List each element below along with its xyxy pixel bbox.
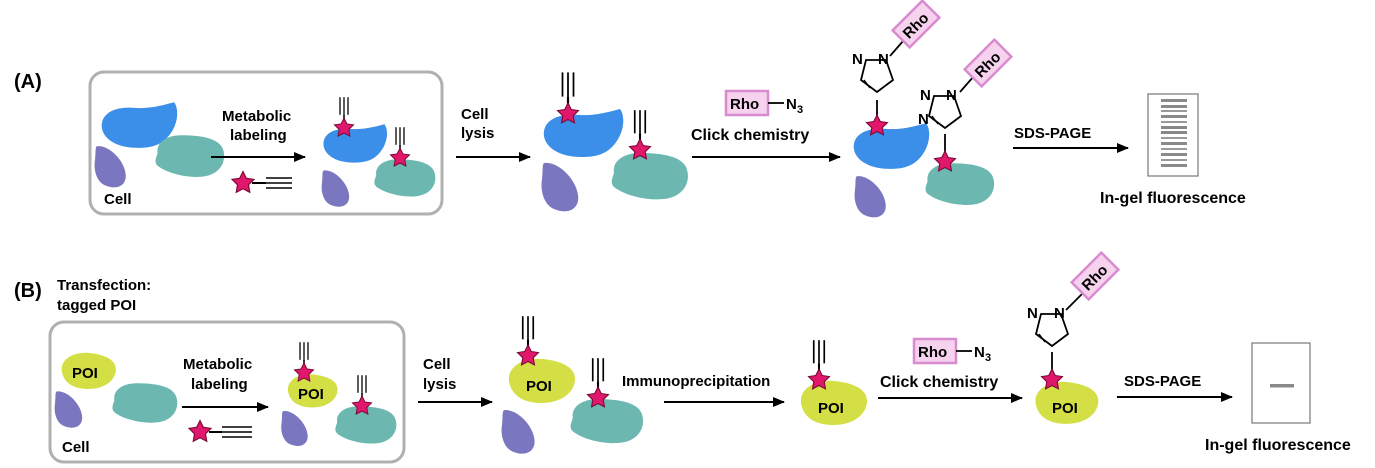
click-label-a: Click chemistry [691, 127, 809, 144]
poi-label-b3: POI [526, 378, 552, 395]
reagent-n-a: N [786, 96, 797, 113]
metabolic-label-a-2: labeling [230, 127, 287, 144]
immuno-label: Immunoprecipitation [622, 373, 770, 390]
metabolic-label-a-1: Metabolic [222, 108, 291, 125]
gel-lane-b [1251, 342, 1311, 424]
triazole-a1: N N Rho [852, 0, 942, 124]
transfection-label-2: tagged POI [57, 297, 136, 314]
triazole-n-a2b: N [920, 87, 931, 104]
star-icon [188, 419, 212, 442]
star-icon [231, 170, 255, 193]
protein-teal-a4 [925, 163, 995, 205]
triazole-a2: N N N Rho [918, 37, 1014, 160]
protein-purple-a4 [854, 176, 886, 218]
protein-purple-b3 [501, 410, 535, 454]
triazole-n-a1: N [878, 51, 889, 68]
lysis-label-a-2: lysis [461, 125, 494, 142]
protein-teal-b1 [112, 383, 178, 423]
poi-label-b2: POI [298, 386, 324, 403]
cell-outline-a [88, 70, 444, 216]
ingel-label-a: In-gel fluorescence [1100, 190, 1246, 207]
sds-label-b: SDS-PAGE [1124, 373, 1201, 390]
protein-blue-a3 [543, 109, 624, 157]
cell-outline-b [48, 320, 406, 464]
protein-teal-a3 [611, 153, 688, 200]
triazole-n-a1b: N [852, 51, 863, 68]
reagent-sub-b: 3 [985, 352, 991, 364]
cell-label-b: Cell [62, 439, 90, 456]
reagent-sub-a: 3 [797, 104, 803, 116]
lysis-label-b-1: Cell [423, 356, 451, 373]
reagent-rho-a: Rho [730, 96, 759, 113]
protein-blue-a2 [323, 124, 388, 163]
protein-purple-a1 [94, 146, 126, 188]
lysis-label-a-1: Cell [461, 106, 489, 123]
triazole-n-b2: N [1027, 305, 1038, 322]
reagent-rho-b: Rho [918, 344, 947, 361]
protein-purple-a2 [321, 170, 350, 207]
sds-label-a: SDS-PAGE [1014, 125, 1091, 142]
triazole-b: N N Rho [1027, 250, 1121, 378]
protein-purple-a3 [541, 162, 579, 212]
panel-b-label: (B) [14, 280, 42, 302]
reagent-n-b: N [974, 344, 985, 361]
lysis-label-b-2: lysis [423, 376, 456, 393]
alkyne-probe-b [188, 419, 252, 442]
click-label-b: Click chemistry [880, 374, 998, 391]
triazole-n-a2c: N [918, 111, 929, 128]
transfection-label-1: Transfection: [57, 277, 151, 294]
alkyne-probe-a [231, 170, 292, 193]
gel-lane-a [1147, 93, 1199, 177]
cell-label-a: Cell [104, 191, 132, 208]
protein-teal-b3 [570, 399, 644, 444]
metabolic-label-b-2: labeling [191, 376, 248, 393]
poi-label-b1: POI [72, 365, 98, 382]
triazole-n-b1: N [1054, 305, 1065, 322]
metabolic-label-b-1: Metabolic [183, 356, 252, 373]
panel-a-label: (A) [14, 71, 42, 93]
poi-label-b5: POI [1052, 400, 1078, 417]
ingel-label-b: In-gel fluorescence [1205, 437, 1351, 454]
protein-purple-b2 [281, 411, 308, 446]
rho-box-a [724, 89, 770, 117]
protein-blue-a4 [853, 123, 930, 169]
protein-purple-b1 [54, 391, 83, 428]
poi-label-b4: POI [818, 400, 844, 417]
triazole-n-a2: N [946, 87, 957, 104]
